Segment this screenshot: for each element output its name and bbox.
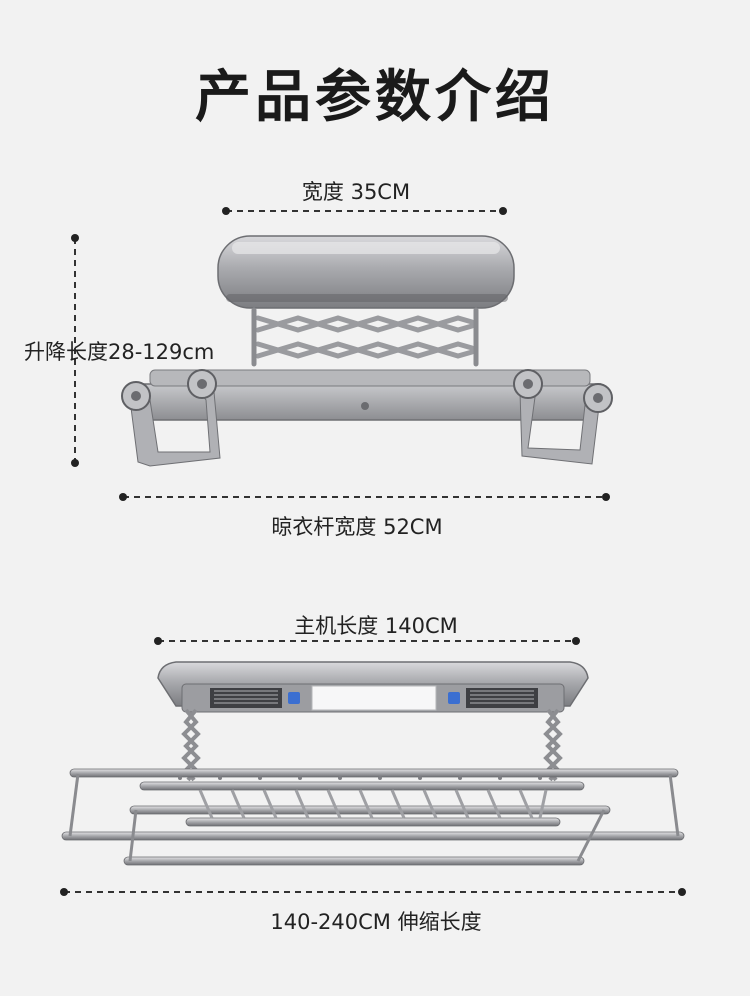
scissor-lift (251, 307, 479, 367)
width-label: 宽度 35CM (301, 180, 411, 204)
bar-width-label: 晾衣杆宽度 52CM (271, 515, 443, 539)
width-dimension-line (222, 207, 507, 215)
left-vent (210, 688, 282, 708)
drying-bar-top (121, 369, 613, 467)
host-length-label: 主机长度 140CM (294, 614, 458, 638)
light-panel (311, 685, 437, 711)
extend-length-dimension-line (60, 888, 686, 896)
drying-rods (61, 768, 685, 866)
lift-dimension-line (71, 234, 79, 467)
lift-length-label: 升降长度28-129cm (24, 340, 215, 364)
right-vent (466, 688, 538, 708)
bar-width-dimension-line (119, 493, 610, 501)
right-uv-indicator (448, 692, 460, 704)
host-unit (157, 661, 589, 713)
page-title: 产品参数介绍 (195, 65, 555, 130)
host-length-dimension-line (154, 637, 580, 645)
motor-housing (217, 235, 515, 309)
extend-length-label: 140-240CM 伸缩长度 (270, 910, 482, 934)
left-uv-indicator (288, 692, 300, 704)
